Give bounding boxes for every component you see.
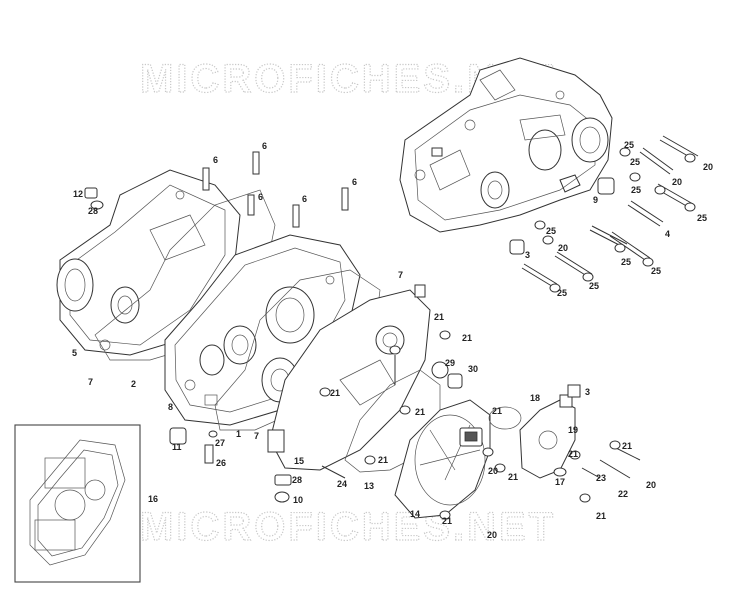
label-21d: 21 [415, 407, 425, 417]
label-29: 29 [445, 358, 455, 368]
label-20a: 20 [703, 162, 713, 172]
label-25h: 25 [589, 281, 599, 291]
label-9: 9 [593, 195, 598, 205]
label-25b: 25 [630, 157, 640, 167]
label-25g: 25 [651, 266, 661, 276]
label-7b: 7 [254, 431, 259, 441]
label-24: 24 [337, 479, 347, 489]
label-20b: 20 [672, 177, 682, 187]
callout-labels: 1 2 3 3 4 5 6 6 6 6 6 7 7 7 8 9 10 11 12… [72, 140, 713, 540]
label-25f: 25 [621, 257, 631, 267]
label-21a: 21 [434, 312, 444, 322]
label-21i: 21 [622, 441, 632, 451]
small-parts [84, 151, 641, 520]
label-21h: 21 [568, 449, 578, 459]
label-6d: 6 [352, 177, 357, 187]
label-16: 16 [148, 494, 158, 504]
label-18: 18 [530, 393, 540, 403]
label-7c: 7 [398, 270, 403, 280]
label-20f: 20 [646, 480, 656, 490]
label-21e: 21 [378, 455, 388, 465]
label-13: 13 [364, 481, 374, 491]
label-1: 1 [236, 429, 241, 439]
outer-cover-14 [394, 399, 491, 519]
label-27: 27 [215, 438, 225, 448]
clutch-cover-13 [267, 289, 431, 471]
label-21k: 21 [596, 511, 606, 521]
spacer-17 [553, 467, 567, 477]
label-14: 14 [410, 509, 420, 519]
label-25i: 25 [557, 288, 567, 298]
label-28a: 28 [88, 206, 98, 216]
pump-gasket-18 [488, 406, 522, 430]
label-25e: 25 [546, 226, 556, 236]
watermark-bottom: MICROFICHES.NET [140, 505, 556, 549]
label-2: 2 [131, 379, 136, 389]
label-23: 23 [596, 473, 606, 483]
label-5: 5 [72, 348, 77, 358]
label-25d: 25 [697, 213, 707, 223]
label-21c: 21 [330, 388, 340, 398]
label-11: 11 [172, 442, 182, 452]
label-21j: 21 [442, 516, 452, 526]
label-3b: 3 [585, 387, 590, 397]
label-20e: 20 [487, 530, 497, 540]
crankcase-assembly-upper [399, 57, 613, 233]
label-10: 10 [293, 495, 303, 505]
gasket-15 [344, 369, 441, 473]
label-8: 8 [168, 402, 173, 412]
label-17: 17 [555, 477, 565, 487]
label-22: 22 [618, 489, 628, 499]
label-25c: 25 [631, 185, 641, 195]
label-4: 4 [665, 229, 670, 239]
label-6c: 6 [302, 194, 307, 204]
label-6e: 6 [258, 192, 263, 202]
label-12: 12 [73, 189, 83, 199]
label-15: 15 [294, 456, 304, 466]
label-19: 19 [568, 425, 578, 435]
label-3: 3 [525, 250, 530, 260]
label-6a: 6 [213, 155, 218, 165]
label-25a: 25 [624, 140, 634, 150]
inset-gasket-kit-16 [14, 424, 141, 583]
label-21g: 21 [508, 472, 518, 482]
label-20d: 20 [488, 466, 498, 476]
water-pump-19 [519, 394, 576, 479]
label-30: 30 [468, 364, 478, 374]
label-6b: 6 [262, 141, 267, 151]
label-20c: 20 [558, 243, 568, 253]
label-7a: 7 [88, 377, 93, 387]
label-21b: 21 [462, 333, 472, 343]
label-28b: 28 [292, 475, 302, 485]
bolt-set-upper-right [509, 135, 699, 293]
label-26: 26 [216, 458, 226, 468]
label-21f: 21 [492, 406, 502, 416]
